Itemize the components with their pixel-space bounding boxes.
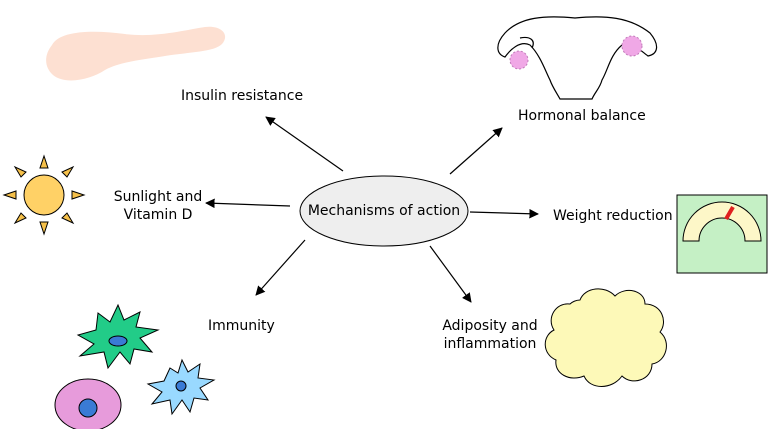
fat-cell-icon [544,288,667,387]
label-hormonal-balance: Hormonal balance [518,108,646,124]
arrow-weight [469,208,539,219]
arrow-adiposity [429,245,472,303]
ovary-left [509,50,529,70]
ovary-right [621,35,643,57]
immune-cells-icon [54,303,216,429]
arrow-sunlight [205,198,291,209]
label-insulin-resistance: Insulin resistance [181,88,304,104]
label-sunlight-line2: Vitamin D [123,207,193,223]
label-adiposity-inflammation: Adiposity and inflammation [438,317,542,353]
label-adiposity-line2: inflammation [443,336,537,352]
label-weight-reduction: Weight reduction [553,208,673,224]
center-ellipse [299,175,469,247]
weight-scale-icon [676,194,768,274]
label-immunity: Immunity [208,318,275,334]
pancreas-icon [46,26,226,81]
center-label: Mechanisms of action [307,203,461,219]
label-sunlight-vitamin-d: Sunlight and Vitamin D [108,188,208,224]
label-adiposity-line1: Adiposity and [442,318,538,334]
arrow-hormonal [449,127,503,175]
arrow-immunity [255,239,306,296]
sun-icon [2,154,86,236]
arrow-insulin [265,116,344,172]
label-sunlight-line1: Sunlight and [113,189,203,205]
